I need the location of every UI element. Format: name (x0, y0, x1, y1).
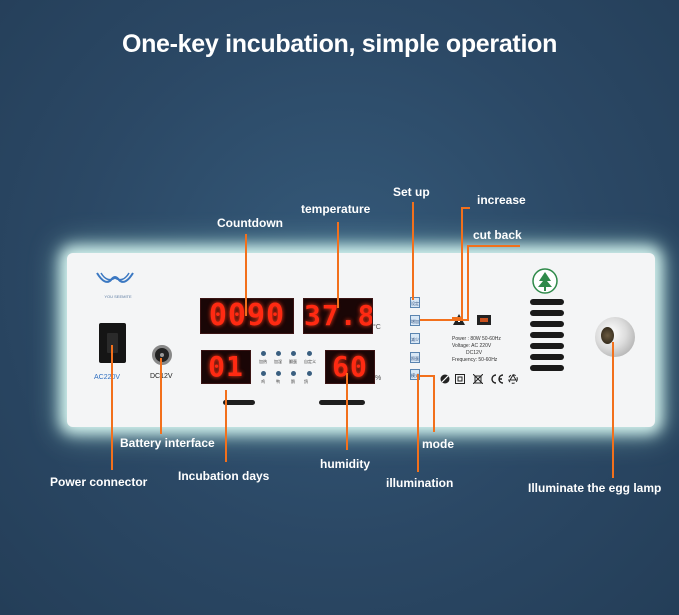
double-insulation-icon (455, 374, 465, 384)
tree-logo-icon (532, 268, 558, 294)
set-up-button[interactable]: 设定 (410, 297, 420, 308)
tray-slot (319, 400, 365, 405)
indicator-label: 鸽 (304, 379, 308, 384)
illumination-button[interactable]: 照蛋 (410, 352, 420, 363)
label-power-connector: Power connector (50, 475, 148, 489)
mode-button[interactable]: 模式 (410, 369, 420, 380)
indicator-label: 鹅 (291, 379, 295, 384)
page-title: One-key incubation, simple operation (121, 30, 558, 58)
indicator-label: 鸡 (261, 379, 265, 384)
vent-slot (530, 321, 564, 327)
vent-slot (530, 310, 564, 316)
label-temperature: temperature (301, 202, 371, 216)
label-illumination: illumination (386, 476, 454, 490)
vent-slot (530, 365, 564, 371)
increase-button[interactable]: 增加 (410, 315, 420, 326)
label-countdown: Countdown (217, 216, 283, 230)
fuse-icon (477, 315, 491, 325)
vent-slot (530, 343, 564, 349)
spec-line: Frequency: 50-60Hz (452, 357, 498, 363)
label-egg-lamp: Illuminate the egg lamp (528, 481, 662, 495)
recycle-icon (508, 374, 518, 384)
spec-line: Voltage: AC 220V (452, 343, 492, 349)
indicator-label: 鸭 (276, 379, 280, 384)
ac-voltage-label: AC220V (94, 374, 121, 381)
logo-text: YOU SEEMITE (104, 294, 132, 299)
indicator-lights: 加热 加湿 翻蛋 自定义 鸡 鸭 鹅 鸽 (259, 351, 321, 391)
label-increase: increase (477, 193, 526, 207)
cut-back-button[interactable]: 减少 (410, 333, 420, 344)
vent-slot (530, 299, 564, 305)
spec-label: Power : 80W 50-60Hz Voltage: AC 220V DC1… (452, 336, 501, 364)
egg-lamp[interactable] (595, 317, 635, 357)
brand-logo-icon (96, 272, 134, 283)
spec-line: DC12V (466, 350, 483, 356)
label-humidity: humidity (320, 457, 370, 471)
weee-bin-icon (473, 374, 483, 384)
label-cut-back: cut back (473, 228, 522, 242)
celsius-unit: °C (373, 324, 381, 331)
tray-slot (223, 400, 255, 405)
ce-mark-icon (491, 374, 504, 384)
indicator-label: 加热 (259, 359, 267, 364)
label-battery-interface: Battery interface (120, 436, 215, 450)
indicator-label: 加湿 (274, 359, 282, 364)
vent-slot (530, 354, 564, 360)
percent-unit: % (375, 375, 382, 382)
label-set-up: Set up (393, 185, 430, 199)
spec-line: Power : 80W 50-60Hz (452, 336, 501, 342)
indicator-label: 自定义 (304, 359, 316, 364)
indicator-label: 翻蛋 (289, 359, 297, 364)
label-mode: mode (422, 437, 455, 451)
days-display: 01 (201, 350, 251, 384)
no-sign-icon (440, 374, 450, 384)
vent-slot (530, 332, 564, 338)
label-incubation-days: Incubation days (178, 469, 270, 483)
humidity-display: 60 (325, 350, 375, 384)
